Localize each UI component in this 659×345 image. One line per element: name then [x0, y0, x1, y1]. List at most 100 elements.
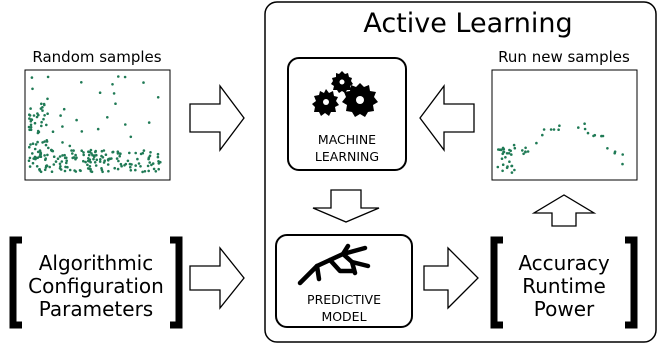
random-sample-point [128, 162, 132, 166]
random-sample-point [95, 158, 99, 162]
random-sample-point [93, 161, 97, 164]
random-sample-point [46, 97, 49, 101]
random-sample-point [143, 170, 147, 173]
random-sample-point [50, 148, 53, 152]
random-sample-point [47, 146, 50, 150]
random-sample-point [27, 159, 31, 162]
random-sample-point [45, 123, 48, 127]
random-sample-point [151, 162, 155, 165]
random-sample-point [31, 142, 35, 145]
random-sample-point [70, 149, 73, 152]
random-sample-point [156, 155, 160, 159]
random-sample-point [63, 153, 66, 157]
random-sample-point [96, 127, 100, 131]
random-sample-point [134, 164, 137, 167]
random-sample-point [36, 131, 40, 135]
random-sample-point [146, 164, 150, 168]
random-sample-point [40, 124, 43, 128]
new-samples-points [496, 122, 624, 174]
random-sample-point [98, 91, 102, 94]
params-line2: Configuration [28, 274, 164, 298]
random-sample-point [52, 155, 56, 158]
new-sample-point [505, 166, 509, 170]
random-sample-point [41, 141, 44, 144]
new-sample-point [621, 153, 624, 156]
random-sample-point [139, 152, 143, 156]
random-sample-point [104, 153, 108, 156]
random-sample-point [41, 109, 44, 112]
random-sample-point [31, 161, 35, 165]
new-sample-point [512, 143, 516, 147]
new-sample-point [510, 164, 514, 168]
random-sample-point [29, 143, 32, 146]
random-samples-plot [24, 69, 171, 181]
random-sample-point [44, 143, 48, 147]
random-sample-point [30, 76, 34, 79]
random-sample-point [54, 160, 58, 163]
random-sample-point [71, 152, 74, 155]
new-sample-point [510, 153, 513, 156]
random-sample-point [99, 158, 102, 161]
random-sample-point [35, 115, 39, 119]
random-sample-point [149, 151, 152, 154]
random-sample-point [78, 169, 82, 172]
random-sample-point [74, 157, 77, 161]
new-sample-point [583, 122, 586, 125]
new-sample-point [606, 147, 609, 150]
machine-learning-box [287, 57, 407, 171]
new-sample-point [510, 171, 514, 174]
random-sample-point [157, 167, 160, 171]
random-sample-point [92, 155, 96, 159]
random-sample-point [75, 118, 78, 122]
random-sample-point [89, 148, 93, 152]
new-sample-point [541, 133, 544, 137]
new-sample-point [501, 163, 505, 166]
ml-label-line2: LEARNING [315, 149, 379, 164]
random-sample-point [51, 130, 55, 133]
random-sample-point [40, 120, 43, 124]
random-sample-point [29, 107, 32, 110]
random-sample-point [152, 167, 156, 171]
random-sample-point [59, 165, 62, 168]
random-sample-point [111, 150, 114, 154]
random-sample-point [87, 150, 90, 154]
params-line3: Parameters [39, 297, 153, 321]
random-sample-point [84, 160, 87, 164]
arrow-right-to-ml [189, 84, 245, 152]
random-sample-point [28, 156, 32, 160]
random-sample-point [35, 165, 39, 168]
new-sample-point [621, 162, 624, 166]
random-sample-point [33, 147, 37, 151]
random-sample-point [94, 164, 98, 167]
random-sample-point [137, 162, 141, 165]
random-sample-point [34, 143, 38, 146]
random-sample-point [126, 159, 130, 163]
random-sample-point [38, 155, 41, 158]
random-sample-point [43, 168, 47, 172]
random-sample-point [129, 169, 133, 172]
decision-tree-icon [297, 243, 371, 286]
random-sample-point [82, 151, 85, 154]
random-sample-point [116, 167, 120, 171]
random-sample-point [148, 161, 151, 164]
random-sample-point [43, 103, 46, 107]
random-sample-point [115, 157, 119, 160]
new-sample-point [508, 148, 511, 152]
random-sample-point [136, 157, 139, 161]
new-sample-point [501, 146, 505, 150]
random-sample-point [45, 140, 49, 143]
random-sample-point [100, 154, 103, 158]
new-sample-point [593, 133, 597, 137]
ml-label-line1: MACHINE [318, 132, 376, 147]
random-sample-point [156, 96, 160, 99]
random-sample-point [80, 81, 83, 84]
new-sample-point [508, 160, 511, 163]
new-sample-point [526, 150, 530, 153]
random-sample-point [64, 165, 67, 169]
random-sample-point [118, 154, 121, 158]
random-sample-point [123, 75, 127, 79]
random-sample-point [94, 150, 97, 154]
random-sample-point [36, 150, 40, 154]
new-sample-point [613, 151, 616, 155]
outputs-line3: Power [534, 297, 595, 321]
